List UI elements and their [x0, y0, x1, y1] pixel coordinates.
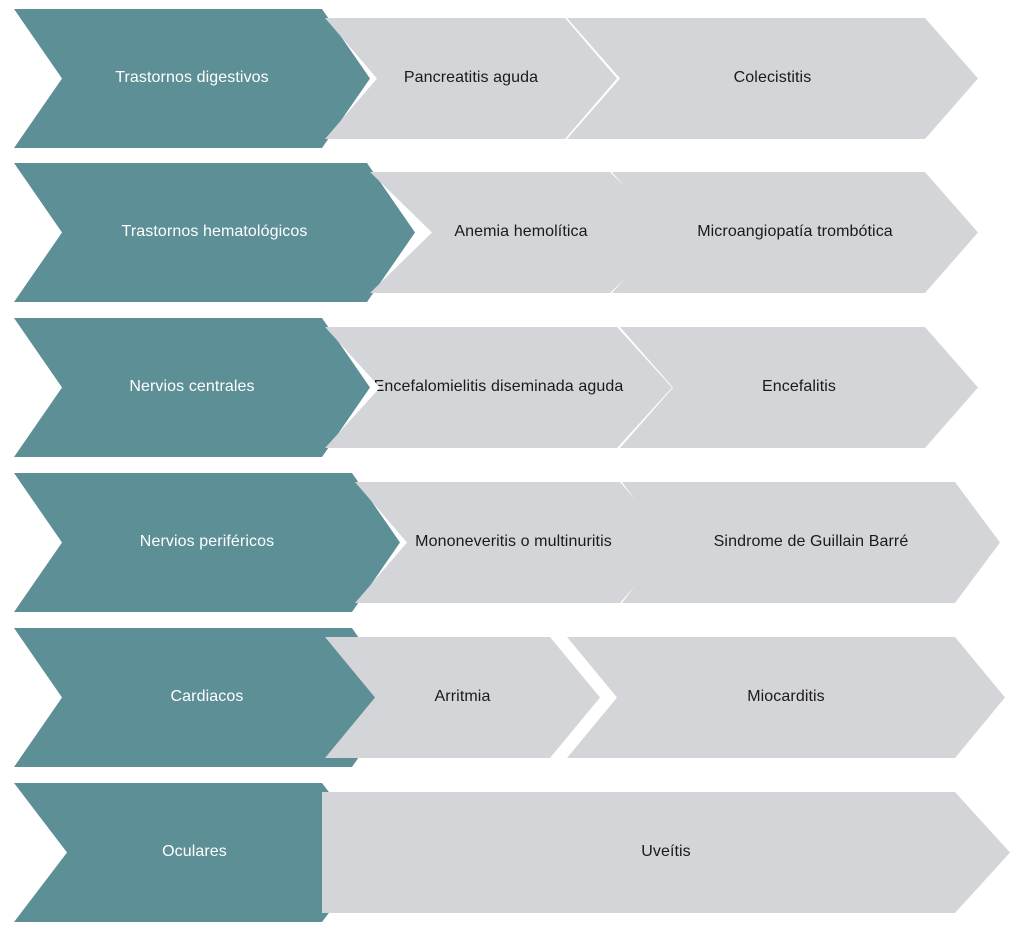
item-label: Uveítis	[641, 843, 691, 861]
item-label: Miocarditis	[747, 688, 825, 706]
item-chevron-miocarditis[interactable]: Miocarditis	[567, 637, 1005, 758]
item-chevron-encefalomielitis-diseminada-aguda[interactable]: Encefalomielitis diseminada aguda	[325, 327, 672, 448]
item-label: Sindrome de Guillain Barré	[713, 533, 909, 551]
item-label: Microangiopatía trombótica	[697, 223, 893, 241]
item-label: Mononeveritis o multinuritis	[415, 533, 612, 551]
item-label: Colecistitis	[733, 69, 812, 87]
diagram-row: Trastornos digestivos Pancreatitis aguda…	[0, 9, 1027, 148]
item-chevron-uveitis[interactable]: Uveítis	[322, 792, 1010, 913]
item-chevron-anemia-hemolitica[interactable]: Anemia hemolítica	[370, 172, 672, 293]
diagram-row: Trastornos hematológicos Anemia hemolíti…	[0, 163, 1027, 302]
item-chevron-mononeveritis-o-multinuritis[interactable]: Mononeveritis o multinuritis	[355, 482, 672, 603]
category-label: Trastornos digestivos	[115, 69, 269, 87]
category-chevron-nervios-perifericos[interactable]: Nervios periféricos	[14, 473, 400, 612]
diagram-row: Cardiacos Arritmia Miocarditis	[0, 628, 1027, 767]
item-chevron-sindrome-de-guillain-barre[interactable]: Sindrome de Guillain Barré	[622, 482, 1000, 603]
category-label: Cardiacos	[170, 688, 244, 706]
category-chevron-nervios-centrales[interactable]: Nervios centrales	[14, 318, 370, 457]
item-label: Arritmia	[434, 688, 491, 706]
category-chevron-trastornos-hematologicos[interactable]: Trastornos hematológicos	[14, 163, 415, 302]
item-label: Anemia hemolítica	[454, 223, 588, 241]
category-label: Oculares	[162, 843, 227, 861]
category-label: Trastornos hematológicos	[121, 223, 308, 241]
item-label: Encefalitis	[761, 378, 837, 396]
item-label: Pancreatitis aguda	[403, 69, 539, 87]
category-chevron-oculares[interactable]: Oculares	[14, 783, 375, 922]
category-label: Nervios centrales	[129, 378, 255, 396]
category-chevron-trastornos-digestivos[interactable]: Trastornos digestivos	[14, 9, 370, 148]
category-label: Nervios periféricos	[139, 533, 275, 551]
item-chevron-encefalitis[interactable]: Encefalitis	[620, 327, 978, 448]
diagram-row: Nervios centrales Encefalomielitis disem…	[0, 318, 1027, 457]
diagram-row: Nervios periféricos Mononeveritis o mult…	[0, 473, 1027, 612]
item-chevron-microangiopatia-trombotica[interactable]: Microangiopatía trombótica	[612, 172, 978, 293]
item-label: Encefalomielitis diseminada aguda	[373, 378, 624, 396]
diagram-row: Oculares Uveítis	[0, 783, 1027, 922]
item-chevron-colecistitis[interactable]: Colecistitis	[567, 18, 978, 139]
